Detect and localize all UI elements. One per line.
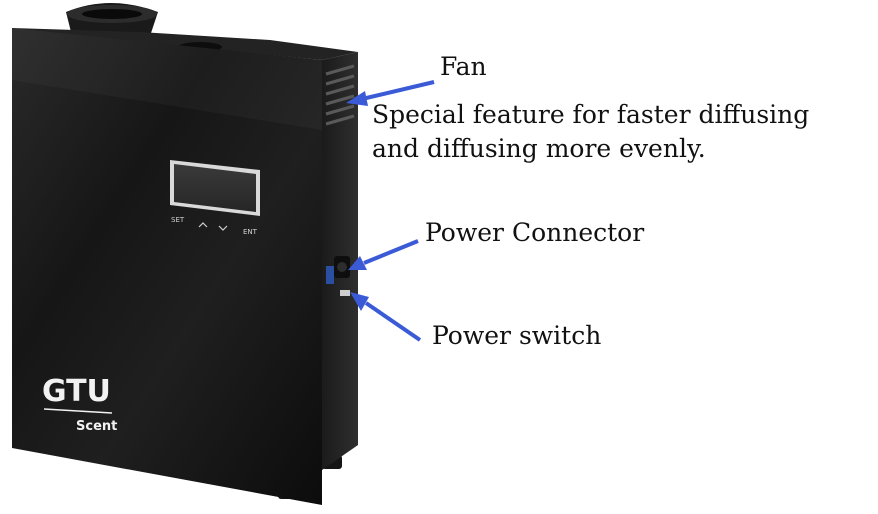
power-switch-arrow [350, 292, 422, 342]
power-connector-callout-label: Power Connector [425, 218, 645, 247]
fan-arrow [346, 80, 435, 106]
fan-description-line-1: Special feature for faster diffusing [372, 100, 810, 129]
fan-vents [325, 64, 355, 126]
device-front-panel [12, 28, 322, 505]
chevron-up-icon [198, 222, 208, 228]
power-connector [334, 256, 350, 278]
fan-description-line-2: and diffusing more evenly. [372, 134, 706, 163]
ent-button: ENT [243, 228, 258, 236]
power-connector-arrow [348, 239, 419, 270]
svg-text:GTU: GTU [42, 374, 111, 409]
power-switch [326, 266, 350, 296]
set-button: SET [171, 216, 185, 224]
fan-callout-label: Fan [440, 52, 487, 81]
brand-logo: GTU Scent [42, 374, 117, 434]
fan-callout-description: Special feature for faster diffusing and… [372, 98, 809, 166]
chevron-down-icon [218, 225, 228, 231]
display-screen [170, 160, 260, 216]
svg-text:Scent: Scent [76, 419, 117, 434]
power-switch-callout-label: Power switch [432, 321, 602, 350]
